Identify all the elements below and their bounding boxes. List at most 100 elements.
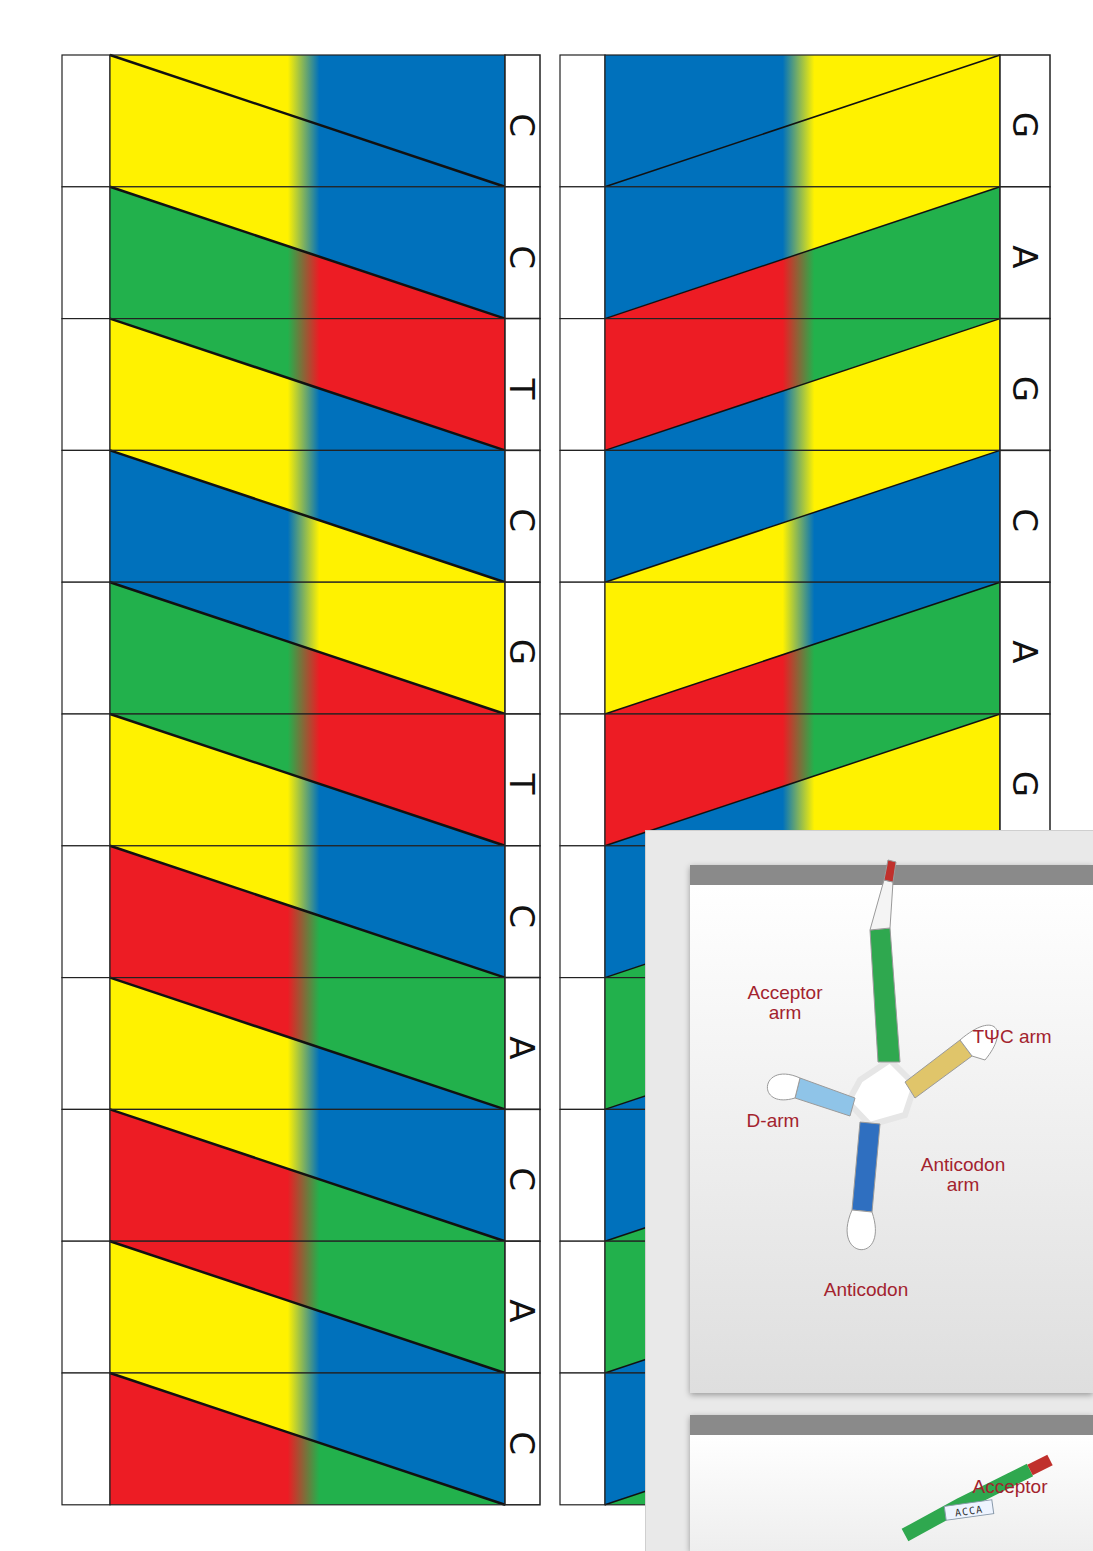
strip-border — [110, 1109, 505, 1241]
strip-fill — [110, 187, 505, 319]
strip-fill — [110, 187, 505, 319]
strip-fill — [110, 846, 505, 978]
letter-box — [505, 450, 540, 582]
letter-box — [505, 978, 540, 1110]
letter-box — [1000, 187, 1050, 319]
base-letter: A — [1008, 245, 1042, 268]
strip-fill — [605, 450, 1000, 582]
base-letter: A — [1008, 641, 1042, 664]
fold-line — [110, 714, 505, 846]
strip-margin — [62, 1109, 110, 1241]
strip-fill — [110, 846, 505, 978]
letter-box — [505, 1109, 540, 1241]
fold-line — [110, 582, 505, 714]
strip-border — [605, 582, 1000, 714]
strip-margin — [560, 582, 605, 714]
letter-box — [505, 1373, 540, 1505]
strip-fill — [110, 582, 505, 714]
strip-margin — [560, 1373, 605, 1505]
strip-border — [110, 319, 505, 451]
strip-border — [110, 55, 505, 187]
strip-margin — [560, 1109, 605, 1241]
strip-border — [605, 187, 1000, 319]
strip-border — [110, 1373, 505, 1505]
strip-fill — [605, 582, 1000, 714]
strip-border — [110, 714, 505, 846]
fold-line — [110, 1241, 505, 1373]
strip-margin — [62, 55, 110, 187]
letter-box — [505, 55, 540, 187]
base-letter: C — [1008, 509, 1042, 533]
strip-margin — [62, 714, 110, 846]
fold-line — [110, 319, 505, 451]
strip-fill — [110, 450, 505, 582]
letter-box — [1000, 714, 1050, 846]
fold-line — [110, 55, 505, 187]
strip-margin — [62, 319, 110, 451]
fold-line — [110, 450, 505, 582]
fold-line — [110, 1373, 505, 1505]
part-label: Anticodon — [824, 1280, 909, 1300]
letter-box — [1000, 55, 1050, 187]
strip-fill — [605, 319, 1000, 451]
strip-fill — [110, 1241, 505, 1373]
base-letter: C — [505, 1431, 539, 1455]
base-letter: G — [1008, 112, 1042, 138]
strip-border — [605, 55, 1000, 187]
strip-fill — [110, 1373, 505, 1505]
strip-fill — [110, 55, 505, 187]
strip-margin — [62, 187, 110, 319]
strip-fill — [110, 582, 505, 714]
base-letter: G — [1008, 771, 1042, 797]
strip-border — [110, 846, 505, 978]
strip-margin — [560, 978, 605, 1110]
fold-line — [605, 450, 1000, 582]
fold-line — [605, 319, 1000, 451]
strip-margin — [560, 450, 605, 582]
fold-line — [605, 582, 1000, 714]
base-letter: A — [505, 1300, 539, 1323]
strip-fill — [110, 714, 505, 846]
strip-margin — [62, 582, 110, 714]
base-letter: G — [1008, 375, 1042, 401]
strip-margin — [62, 978, 110, 1110]
base-letter: T — [505, 774, 539, 795]
strip-fill — [605, 187, 1000, 319]
base-letter: C — [505, 509, 539, 533]
base-letter: A — [505, 1036, 539, 1059]
fold-line — [110, 846, 505, 978]
fold-line — [110, 1109, 505, 1241]
strip-fill — [110, 319, 505, 451]
strip-border — [110, 1241, 505, 1373]
strip-margin — [560, 319, 605, 451]
strip-margin — [560, 187, 605, 319]
fold-line — [110, 978, 505, 1110]
letter-box — [1000, 582, 1050, 714]
strip-fill — [605, 55, 1000, 187]
base-letter: C — [505, 1168, 539, 1192]
part-label: D-arm — [747, 1111, 800, 1131]
strip-fill — [110, 450, 505, 582]
strip-fill — [605, 319, 1000, 451]
strip-margin — [62, 1241, 110, 1373]
letter-box — [505, 1241, 540, 1373]
strip-fill — [110, 1373, 505, 1505]
letter-box — [505, 714, 540, 846]
strip-fill — [605, 55, 1000, 187]
strip-margin — [62, 1373, 110, 1505]
base-letter: C — [505, 113, 539, 137]
fold-line — [605, 714, 1000, 846]
strip-fill — [605, 714, 1000, 846]
strip-fill — [110, 978, 505, 1110]
part-label: Acceptor — [973, 1477, 1048, 1497]
part-label: Acceptor arm — [740, 983, 830, 1023]
strip-border — [605, 319, 1000, 451]
letter-box — [505, 319, 540, 451]
strip-fill — [110, 1109, 505, 1241]
strip-border — [605, 450, 1000, 582]
strip-margin — [62, 846, 110, 978]
letter-box — [505, 846, 540, 978]
strip-border — [110, 582, 505, 714]
strip-fill — [605, 450, 1000, 582]
